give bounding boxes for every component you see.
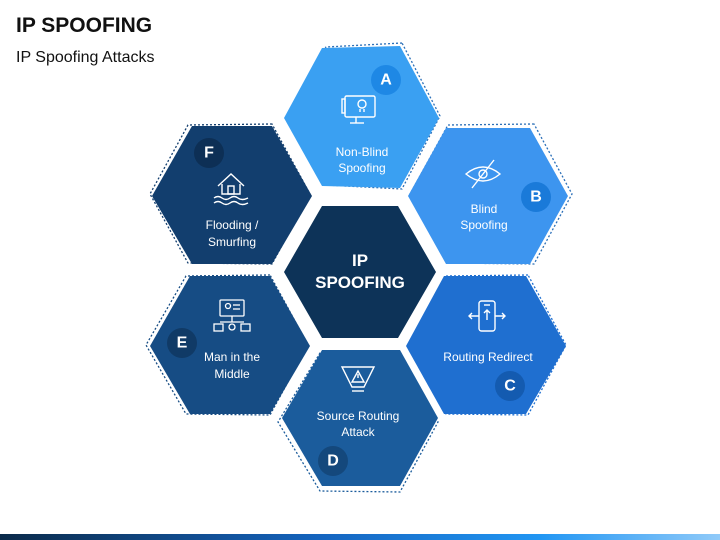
hex-b-blind-spoofing: B Blind Spoofing xyxy=(408,123,573,265)
hex-c-badge xyxy=(495,371,525,401)
hex-e-letter: E xyxy=(177,335,188,352)
hex-b-shape xyxy=(408,128,568,264)
hex-c-routing-redirect: C Routing Redirect xyxy=(406,274,567,416)
hex-a-non-blind-spoofing: A Non-Blind Spoofing xyxy=(284,42,441,190)
page-title: IP SPOOFING xyxy=(16,14,153,37)
center-label-line1: IP xyxy=(352,251,368,270)
hex-f-label-line2: Smurfing xyxy=(208,235,256,249)
router-warning-icon xyxy=(340,366,376,392)
hex-e-badge xyxy=(167,328,197,358)
page-subtitle: IP Spoofing Attacks xyxy=(16,49,155,66)
hex-d-label-line1: Source Routing xyxy=(317,409,400,423)
hex-f-badge xyxy=(194,138,224,168)
hex-f-label-line1: Flooding / xyxy=(206,218,259,232)
hex-b-badge xyxy=(521,182,551,212)
hex-f-shape xyxy=(152,126,312,264)
hex-c-letter: C xyxy=(504,378,516,395)
hex-c-label-line1: Routing Redirect xyxy=(443,350,533,364)
hex-d-letter: D xyxy=(327,453,339,470)
monitor-skull-icon xyxy=(341,95,376,124)
hex-a-badge xyxy=(371,65,401,95)
hex-b-label-line1: Blind xyxy=(471,202,498,216)
hex-e-man-in-the-middle: E Man in the Middle xyxy=(145,274,310,416)
center-hex-ip-spoofing: IP SPOOFING xyxy=(284,206,436,338)
footer-gradient-bar xyxy=(0,534,720,540)
network-users-icon xyxy=(213,299,251,332)
hex-d-badge xyxy=(318,446,348,476)
hex-a-letter: A xyxy=(380,72,392,89)
hex-d-source-routing-attack: D Source Routing Attack xyxy=(277,350,439,493)
hex-e-outline xyxy=(145,274,309,416)
hex-e-label-line2: Middle xyxy=(214,367,250,381)
hex-f-flooding-smurfing: F Flooding / Smurfing xyxy=(149,123,312,265)
hex-b-outline xyxy=(409,123,573,265)
hex-b-letter: B xyxy=(530,189,542,206)
hex-d-outline xyxy=(277,351,439,493)
hex-f-letter: F xyxy=(204,145,214,162)
hex-d-label-line2: Attack xyxy=(341,425,375,439)
hex-e-shape xyxy=(150,276,310,414)
hex-a-label-line2: Spoofing xyxy=(338,161,385,175)
center-hex-shape xyxy=(284,206,436,338)
house-flood-icon xyxy=(213,173,249,206)
eye-slash-icon xyxy=(464,159,502,189)
phone-arrows-icon xyxy=(468,300,506,332)
hex-c-shape xyxy=(406,276,566,414)
hex-a-label-line1: Non-Blind xyxy=(336,145,389,159)
hex-b-label-line2: Spoofing xyxy=(460,218,507,232)
hex-e-label-line1: Man in the xyxy=(204,350,260,364)
center-label-line2: SPOOFING xyxy=(315,273,405,292)
